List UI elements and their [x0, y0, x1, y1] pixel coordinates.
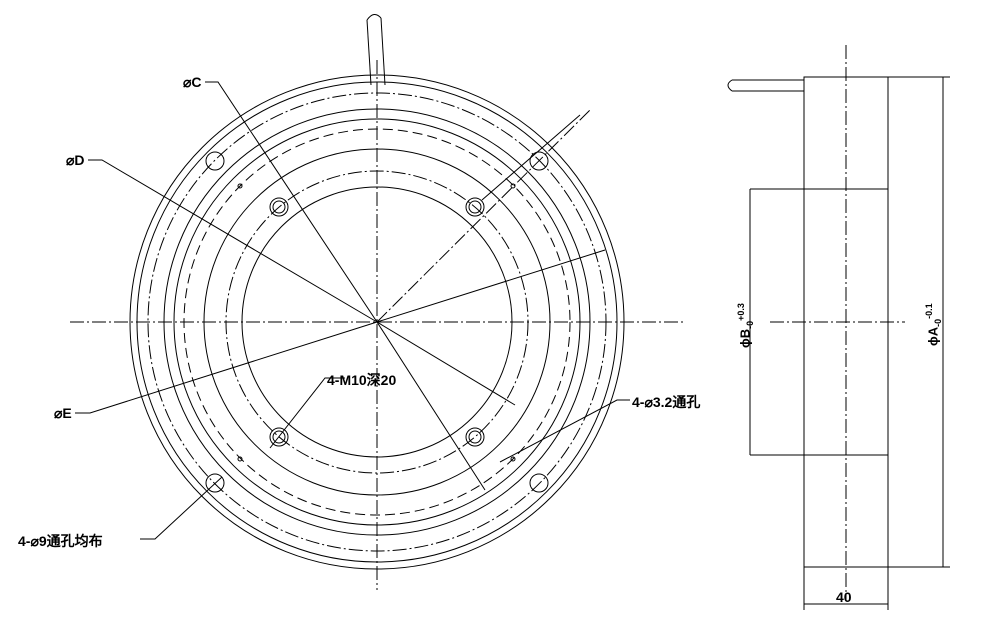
- centerlines: [70, 60, 685, 590]
- bolt-circle-m10: [225, 170, 529, 474]
- leader-lines: [75, 81, 630, 540]
- side-view: [727, 45, 950, 610]
- inner-circle: [241, 186, 513, 458]
- holes-9: [205, 151, 549, 493]
- bolt-circle-9: [147, 92, 607, 552]
- label-dia-e: ⌀E: [54, 405, 72, 421]
- label-dia-b: ϕB-0+0.3: [736, 303, 755, 348]
- label-m10: 4-M10深20: [327, 372, 397, 388]
- side-cable: [727, 79, 804, 92]
- label-hole-3-2: 4-⌀3.2通孔: [632, 394, 701, 410]
- label-dia-c: ⌀C: [183, 74, 202, 90]
- cable: [366, 14, 386, 86]
- front-view: [70, 14, 685, 590]
- outer-circle: [129, 74, 625, 570]
- label-dia-a: ϕA-0-0.1: [924, 303, 943, 346]
- holes-3-2: [237, 183, 516, 462]
- label-hole-9: 4-⌀9通孔均布: [18, 533, 103, 549]
- label-dia-d: ⌀D: [66, 152, 85, 168]
- holes-m10: [269, 197, 485, 447]
- label-width: 40: [836, 589, 852, 605]
